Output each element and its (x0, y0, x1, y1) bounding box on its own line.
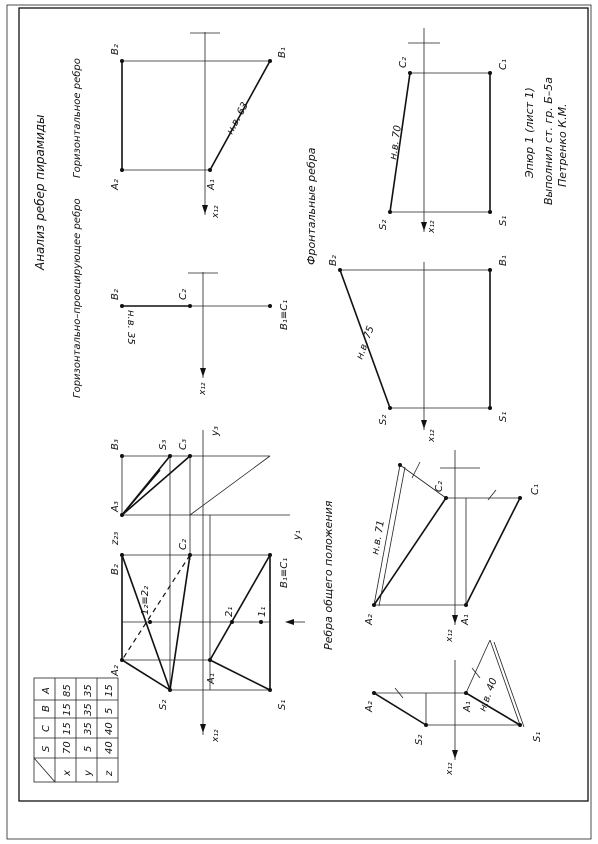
label-true-70: н.в. 70 (388, 125, 404, 161)
label-A1-g: A₁ (462, 701, 473, 713)
table-header-A: A (41, 687, 52, 695)
table-y-label: y (83, 769, 94, 777)
table-x-B: 15 (62, 722, 73, 735)
label-x12-f: x₁₂ (445, 629, 455, 643)
rotated-drawing: Анализ ребер пирамиды Горизонтальное реб… (33, 28, 569, 783)
table-z-C: 5 (104, 708, 115, 714)
label-B1C1-c: B₁≡C₁ (279, 558, 290, 588)
label-C2-f: C₂ (434, 481, 445, 492)
table-z-A: 40 (104, 741, 115, 754)
label-S2-c: S₂ (158, 700, 169, 710)
label-y3: y₃ (210, 426, 221, 437)
stamp-line3: Петренко К.М. (556, 103, 569, 187)
label-true-63: н.в. 63 (225, 101, 251, 137)
label-C1-f: C₁ (530, 484, 541, 495)
label-x12-e: x₁₂ (427, 429, 437, 443)
frontal-edge-sb: B₂ B₁ S₂ S₁ н.в. 75 x₁₂ (328, 255, 509, 443)
label-A2-f: A₂ (364, 614, 375, 626)
label-A2-c: A₂ (110, 665, 121, 677)
label-C2-d: C₂ (398, 57, 409, 68)
label-S3: S₃ (158, 440, 169, 450)
label-B1-e: B₁ (498, 255, 509, 266)
table-y-C: 35 (83, 703, 94, 716)
label-B1-a: B₁ (277, 47, 288, 58)
coordinate-table: A B C S x 70 15 15 85 y 5 35 35 35 z 40 … (33, 677, 119, 783)
table-x-label: x (62, 770, 73, 777)
frontal-edge-sc: C₂ C₁ S₂ S₁ н.в. 70 x₁₂ (378, 28, 509, 234)
label-11: 1₁ (257, 607, 268, 617)
pyramid-drawing: B₃ S₃ C₃ y₃ A₃ z₂₃ y₁ B₂ C₂ B₁≡C₁ 1₂≡2₂ … (110, 426, 305, 743)
caption-general: Ребра общего положения (322, 500, 335, 650)
label-S2-e: S₂ (378, 415, 389, 425)
label-B2-a: B₂ (110, 44, 121, 55)
projecting-edge-drawing: B₂ C₂ B₁≡C₁ н.в. 35 x₁₂ (110, 272, 290, 396)
label-B3: B₃ (110, 439, 121, 450)
table-x-S: 85 (62, 684, 73, 697)
horizontal-edge-drawing: B₂ B₁ A₂ A₁ н.в. 63 x₁₂ (110, 32, 288, 219)
stamp-line1: Эпюр 1 (лист 1) (523, 87, 536, 179)
table-z-label: z (104, 770, 115, 777)
label-S1-d: S₁ (498, 216, 509, 226)
stamp-line2: Выполнил ст. гр. Б–5а (542, 77, 555, 205)
table-y-A: 5 (83, 746, 94, 752)
label-A2-a: A₂ (110, 179, 121, 191)
label-true-35: н.в. 35 (125, 310, 136, 345)
general-edge-ac: C₂ C₁ A₂ A₁ н.в. 71 x₁₂ (364, 450, 541, 643)
label-A2-g: A₂ (364, 701, 375, 713)
table-y-S: 35 (83, 684, 94, 697)
label-B2-c: B₂ (110, 564, 121, 575)
caption-profile: Горизонтально–проецирующее ребро (71, 198, 83, 398)
label-C3: C₃ (178, 439, 189, 450)
inner-frame (18, 7, 589, 802)
table-x-A: 70 (62, 741, 73, 754)
label-A1-f: A₁ (460, 614, 471, 626)
label-S2-d: S₂ (378, 220, 389, 230)
label-A1-a: A₁ (206, 179, 217, 191)
label-true-75: н.в. 75 (354, 325, 376, 361)
table-header-B: B (41, 705, 52, 712)
caption-horizontal: Горизонтальное ребро (71, 58, 83, 178)
general-edge-as: A₂ A₁ S₂ S₁ н.в. 40 x₁₂ (364, 639, 543, 776)
label-A3: A₃ (110, 501, 121, 513)
label-S1-c: S₁ (277, 700, 288, 710)
table-x-C: 15 (62, 703, 73, 716)
label-S2-g: S₂ (414, 735, 425, 745)
label-z23: z₂₃ (110, 532, 121, 546)
table-header-S: S (41, 745, 52, 752)
label-x12-b: x₁₂ (198, 382, 208, 396)
outer-frame (6, 4, 592, 840)
label-C1-d: C₁ (498, 59, 509, 70)
label-B2-e: B₂ (328, 255, 339, 266)
table-header-C: C (41, 725, 52, 732)
label-y1: y₁ (292, 530, 303, 541)
label-B2-b: B₂ (110, 289, 121, 300)
label-true-40: н.в. 40 (477, 677, 499, 713)
label-S1-g: S₁ (532, 732, 543, 742)
label-C2-b: C₂ (178, 289, 189, 300)
label-x12-a: x₁₂ (211, 205, 221, 219)
label-A1-c: A₁ (206, 673, 217, 685)
label-S1-e: S₁ (498, 412, 509, 422)
table-z-S: 15 (104, 684, 115, 697)
title: Анализ ребер пирамиды (33, 114, 47, 271)
label-C2-c: C₂ (178, 539, 189, 550)
caption-frontal: Фронтальные ребра (305, 147, 318, 265)
label-21: 2₁ (224, 607, 235, 617)
label-x12-d: x₁₂ (427, 220, 437, 234)
label-x12-c: x₁₂ (211, 729, 221, 743)
label-x12-g: x₁₂ (445, 762, 455, 776)
label-12-22: 1₂≡2₂ (140, 586, 151, 615)
table-z-B: 40 (104, 722, 115, 735)
table-y-B: 35 (83, 722, 94, 735)
label-B1C1-b: B₁≡C₁ (279, 300, 290, 330)
